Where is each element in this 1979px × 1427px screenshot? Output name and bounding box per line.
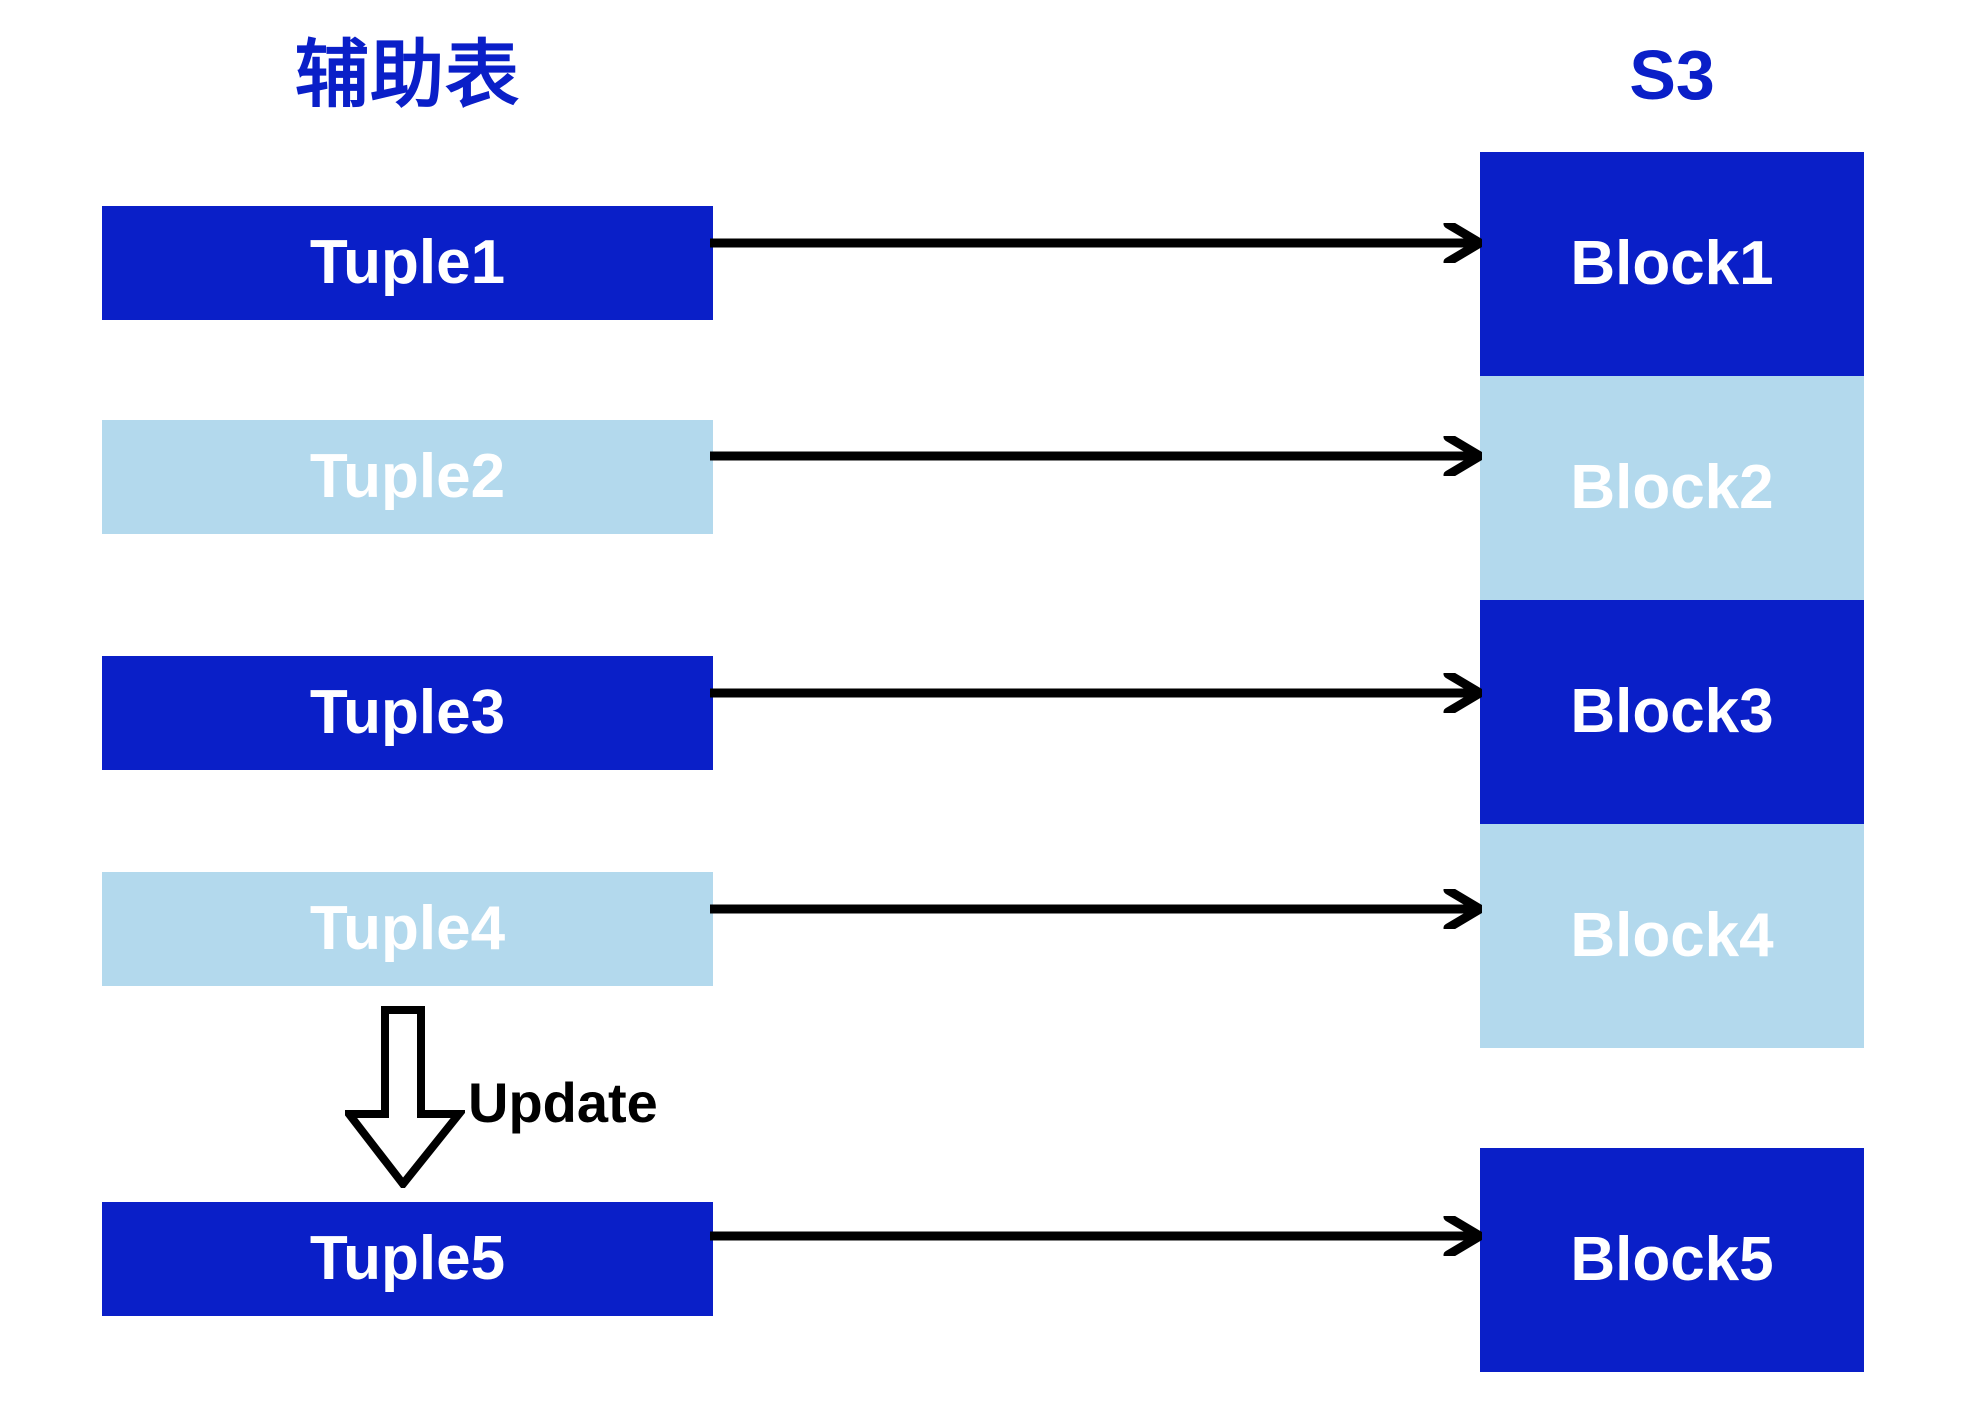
s3-block-1[interactable]: Block1 [1480,152,1864,376]
tuple-label: Tuple5 [309,1224,506,1293]
block-label: Block3 [1570,677,1774,746]
tuple-box-2[interactable]: Tuple2 [102,420,713,534]
tuple-box-5[interactable]: Tuple5 [102,1202,713,1316]
s3-block-2[interactable]: Block2 [1480,376,1864,600]
tuple-box-3[interactable]: Tuple3 [102,656,713,770]
tuple-label: Tuple1 [309,228,506,297]
s3-block-5[interactable]: Block5 [1480,1148,1864,1372]
tuple-label: Tuple3 [309,678,506,747]
mapping-arrow-1 [710,223,1482,263]
tuple-box-1[interactable]: Tuple1 [102,206,713,320]
block-label: Block1 [1570,229,1774,298]
column-title-s3: S3 [1629,36,1715,114]
block-label: Block5 [1570,1225,1774,1294]
update-label: Update [468,1071,658,1134]
s3-block-3[interactable]: Block3 [1480,600,1864,824]
tuple-box-4[interactable]: Tuple4 [102,872,713,986]
mapping-arrow-2 [710,436,1482,476]
block-label: Block2 [1570,453,1774,522]
s3-block-4[interactable]: Block4 [1480,824,1864,1048]
tuple-label: Tuple2 [309,442,506,511]
mapping-arrow-3 [710,673,1482,713]
update-down-arrow-icon [345,1006,465,1188]
block-label: Block4 [1570,901,1774,970]
tuple-label: Tuple4 [309,894,506,963]
mapping-arrow-4 [710,889,1482,929]
mapping-arrow-5 [710,1216,1482,1256]
column-title-auxiliary-table: 辅助表 [295,33,520,116]
